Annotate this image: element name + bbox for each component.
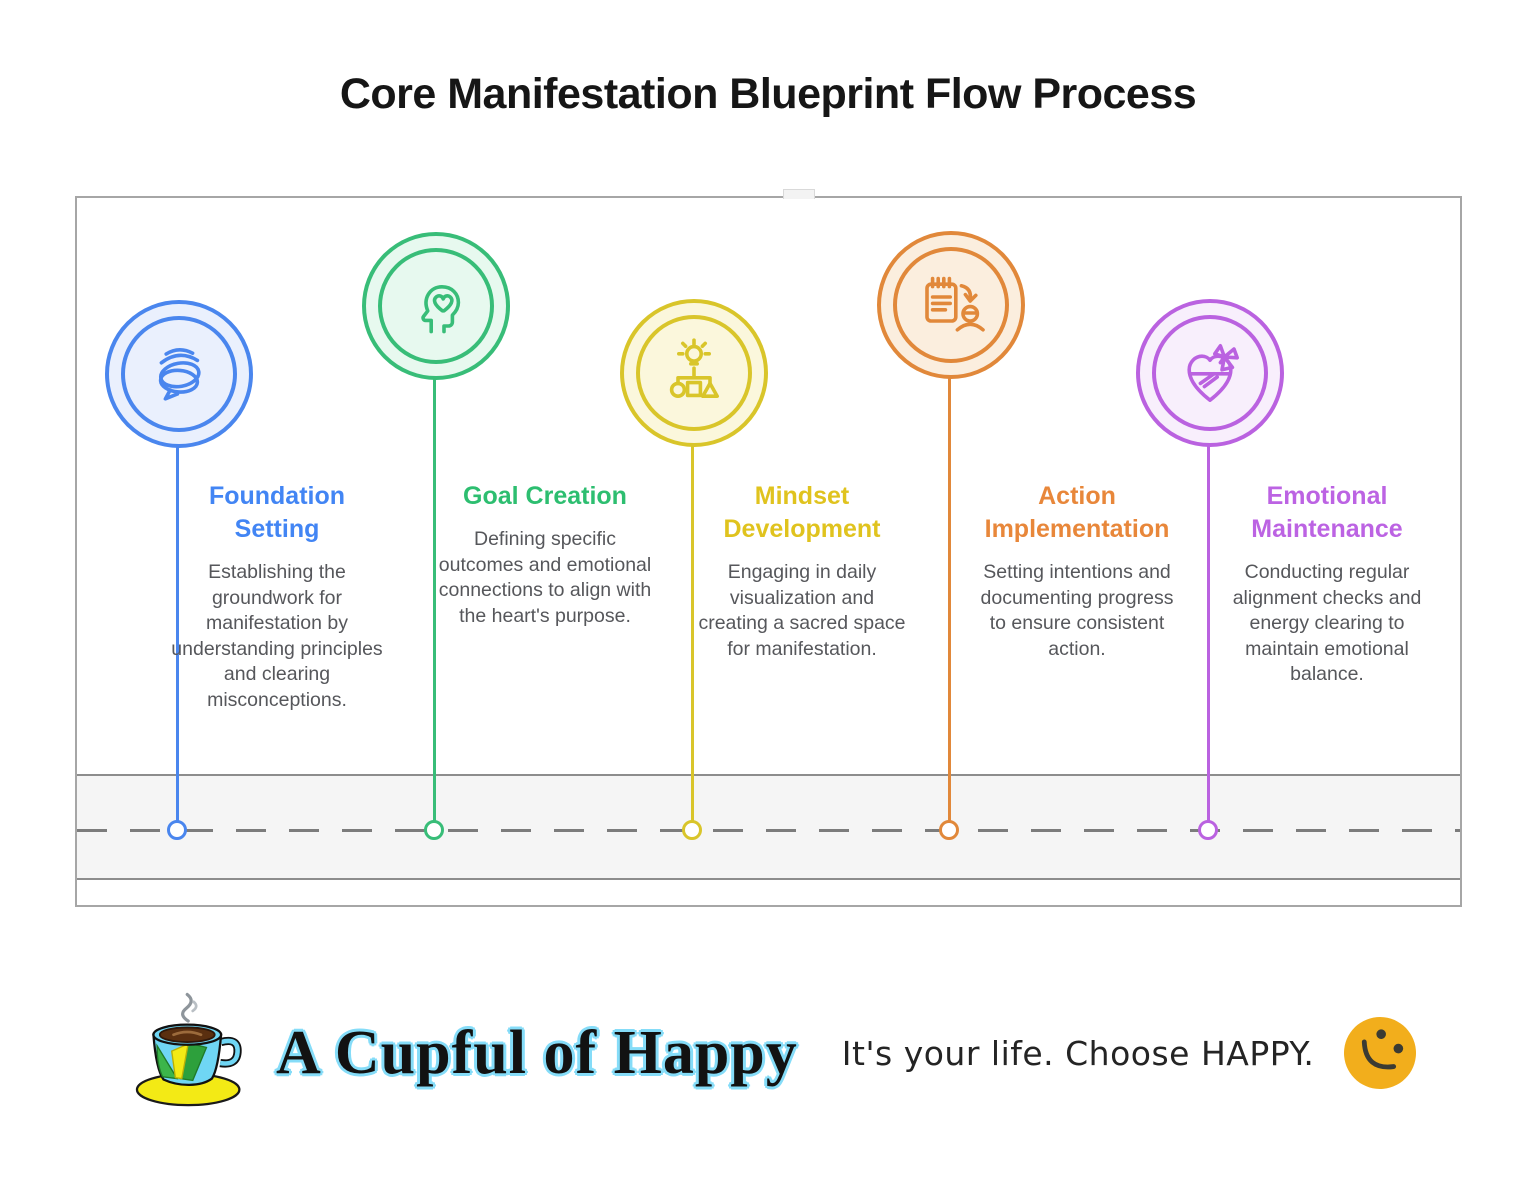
inner-ring <box>1152 315 1268 431</box>
step-title: Action Implementation <box>984 482 1170 543</box>
timeline-band <box>77 774 1460 880</box>
step-text: Goal Creation Defining specific outcomes… <box>438 480 652 629</box>
connector-line <box>175 438 179 824</box>
timeline-node <box>167 820 187 840</box>
inner-ring <box>378 248 494 364</box>
step-description: Setting intentions and documenting progr… <box>980 561 1174 660</box>
timeline-node <box>939 820 959 840</box>
step-emotional-maintenance: Emotional Maintenance Conducting regular… <box>77 198 1460 905</box>
smiley-icon <box>1344 1017 1417 1089</box>
connector-line <box>947 369 951 824</box>
step-description: Engaging in daily visualization and crea… <box>698 561 906 660</box>
canvas-tab <box>783 189 815 199</box>
timeline-node <box>1198 820 1218 840</box>
diagram-canvas: Foundation Setting Establishing the grou… <box>75 189 1462 907</box>
timeline-node <box>682 820 702 840</box>
step-icon-circle <box>105 300 253 448</box>
chat-bubbles-icon <box>158 348 201 401</box>
timeline-dashed-line <box>77 829 1460 832</box>
brand-tagline: It's your life. Choose HAPPY. <box>841 1033 1315 1073</box>
step-title: Goal Creation <box>463 482 627 510</box>
step-text: Emotional Maintenance Conducting regular… <box>1220 480 1434 688</box>
step-title: Emotional Maintenance <box>1251 482 1403 543</box>
step-icon-circle <box>620 299 768 447</box>
connector-line <box>690 437 694 824</box>
step-icon-circle <box>362 232 510 380</box>
step-goal-creation: Goal Creation Defining specific outcomes… <box>77 198 1460 905</box>
connector-line <box>1206 437 1210 824</box>
brand-name: A Cupful of Happy <box>276 1018 798 1087</box>
step-description: Establishing the groundwork for manifest… <box>171 561 383 711</box>
step-title: Foundation Setting <box>208 482 346 543</box>
footer-branding: A Cupful of Happy It's your life. Choose… <box>0 978 1536 1128</box>
step-text: Action Implementation Setting intentions… <box>970 480 1184 662</box>
step-foundation-setting: Foundation Setting Establishing the grou… <box>77 198 1460 905</box>
head-heart-icon <box>421 285 461 334</box>
teacup-logo <box>135 992 242 1107</box>
step-icon-circle <box>1136 299 1284 447</box>
step-mindset-development: Mindset Development Engaging in daily vi… <box>77 198 1460 905</box>
step-description: Conducting regular alignment checks and … <box>1232 561 1422 685</box>
step-text: Foundation Setting Establishing the grou… <box>170 480 384 713</box>
inner-ring <box>121 316 237 432</box>
page-title: Core Manifestation Blueprint Flow Proces… <box>339 70 1197 118</box>
connector-line <box>432 370 436 824</box>
inner-ring <box>893 247 1009 363</box>
step-description: Defining specific outcomes and emotional… <box>438 528 652 627</box>
step-icon-circle <box>877 231 1025 379</box>
inner-ring <box>636 315 752 431</box>
timeline-node <box>424 820 444 840</box>
step-text: Mindset Development Engaging in daily vi… <box>695 480 909 662</box>
heart-gift-icon <box>1187 344 1239 402</box>
step-title: Mindset Development <box>723 482 881 543</box>
step-action-implementation: Action Implementation Setting intentions… <box>77 198 1460 905</box>
task-assignment-icon <box>925 276 985 332</box>
idea-shapes-icon <box>669 338 719 398</box>
